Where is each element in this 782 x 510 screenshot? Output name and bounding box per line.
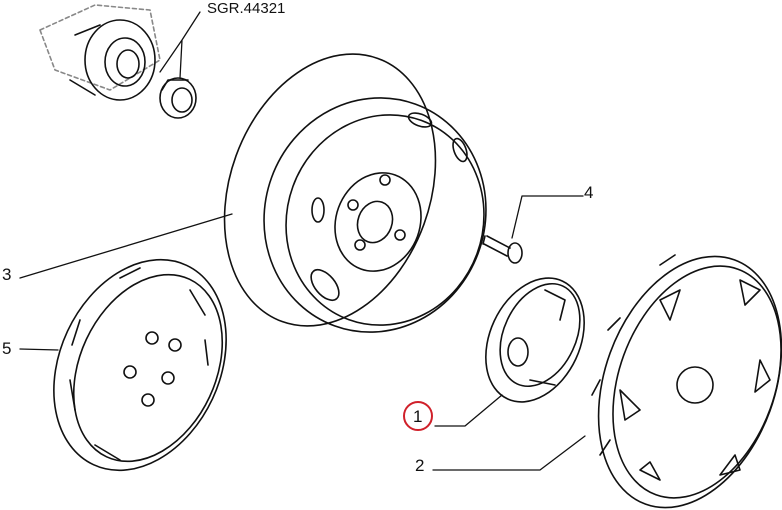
callout-2[interactable]: 2 bbox=[415, 456, 425, 475]
wheel-bolt bbox=[482, 235, 523, 264]
full-hubcap-right bbox=[591, 254, 782, 509]
reference-code-label: SGR.44321 bbox=[207, 0, 286, 17]
leader-lines bbox=[19, 11, 586, 471]
callout-1[interactable]: 1 bbox=[413, 407, 423, 426]
full-hubcap-left bbox=[53, 258, 227, 472]
hub-bearing-cap bbox=[159, 77, 197, 119]
center-cap bbox=[485, 277, 585, 403]
callout-5[interactable]: 5 bbox=[2, 339, 12, 358]
callout-1-highlight-ring bbox=[403, 401, 433, 431]
callout-4[interactable]: 4 bbox=[584, 183, 594, 202]
callout-3[interactable]: 3 bbox=[2, 265, 12, 284]
steel-wheel-rim bbox=[223, 53, 487, 333]
wheel-hub-assembly bbox=[39, 4, 161, 101]
